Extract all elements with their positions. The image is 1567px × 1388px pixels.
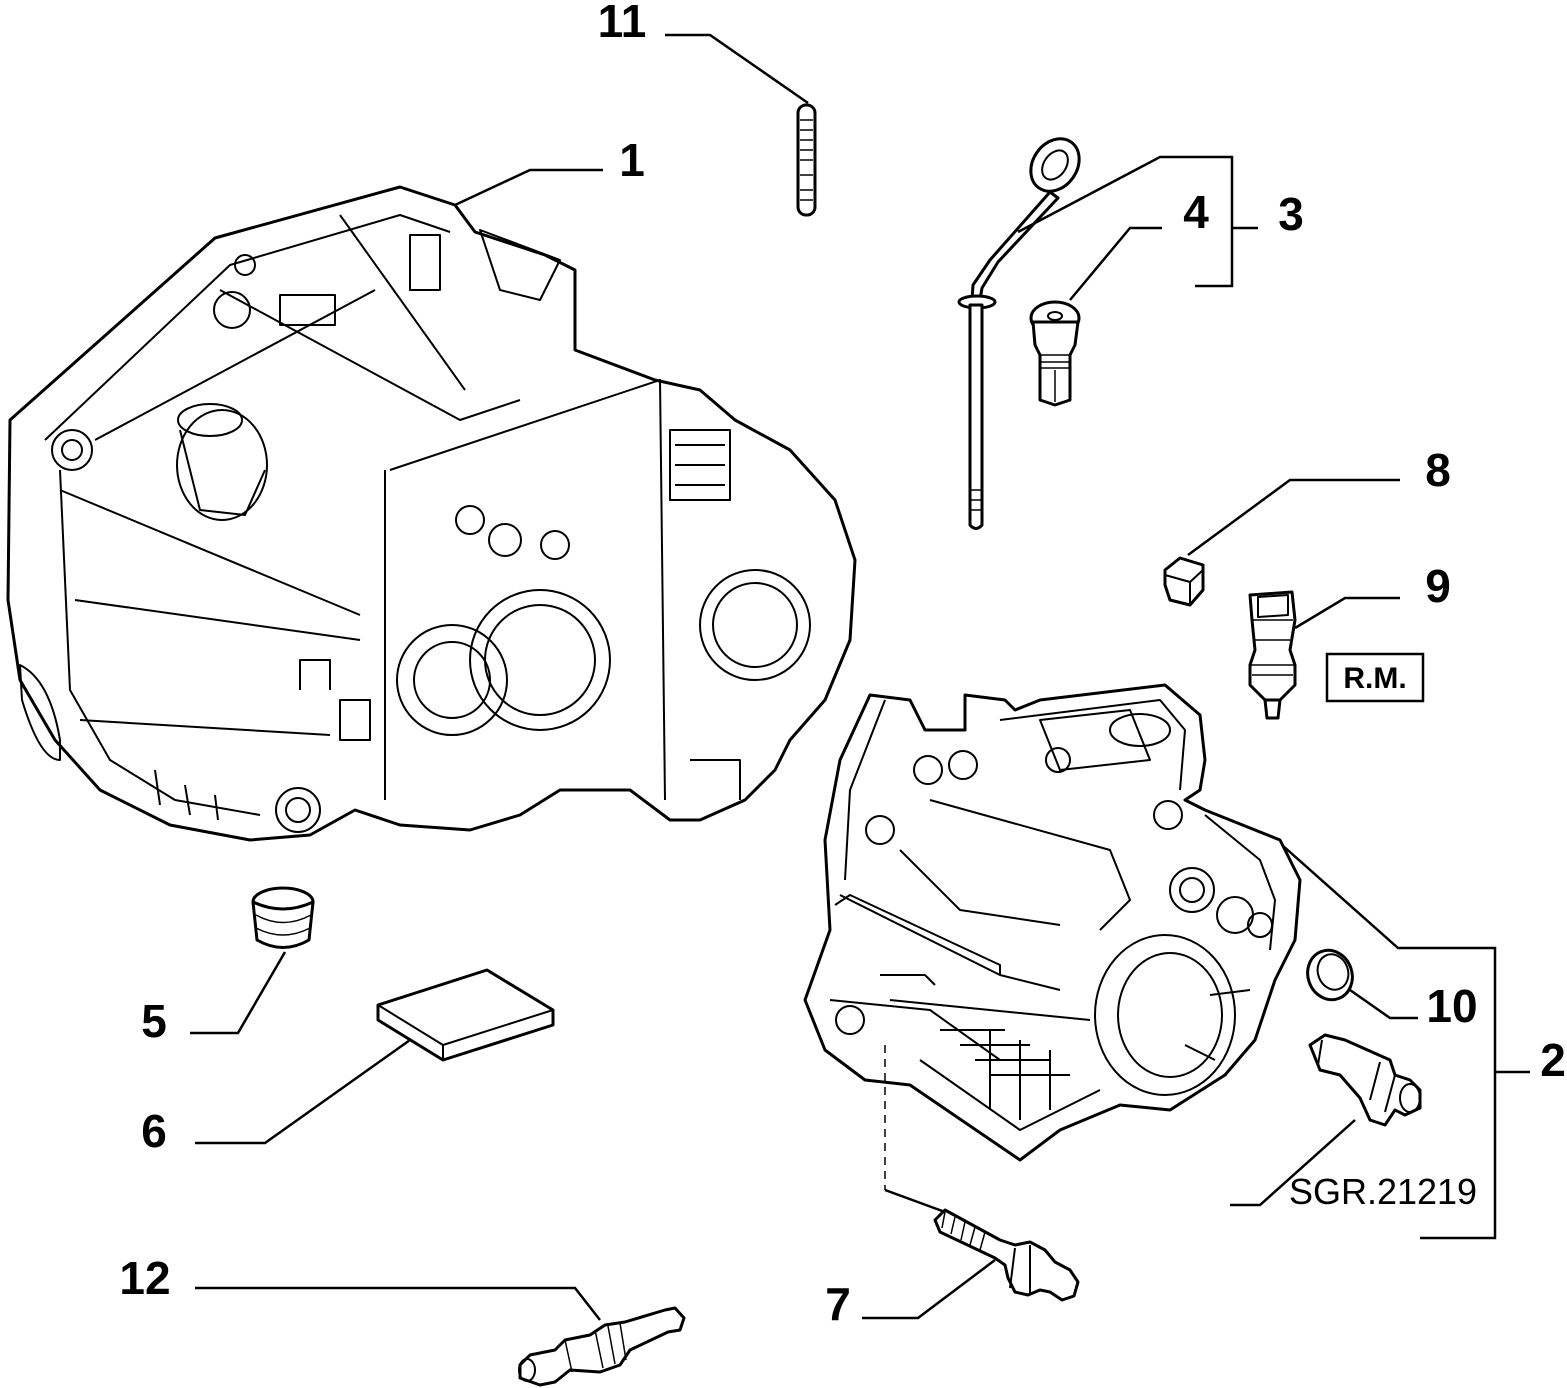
part-drain-plug <box>251 886 315 949</box>
callout-1: 1 <box>619 134 645 186</box>
leader-3 <box>1017 155 1227 234</box>
leader-6 <box>195 1038 411 1145</box>
part-dipstick <box>957 137 1081 530</box>
part-gearbox-casing <box>803 683 1302 1162</box>
reference-code: SGR.21219 <box>1289 1171 1477 1212</box>
leader-5 <box>190 951 287 1035</box>
leader-8 <box>1187 478 1400 557</box>
part-gasket <box>376 968 555 1062</box>
part-breather-plug <box>1029 300 1081 407</box>
callout-7: 7 <box>825 1278 851 1330</box>
leader-ref <box>1230 1119 1356 1207</box>
leader-1 <box>454 168 603 207</box>
part-sensor <box>518 1306 686 1387</box>
part-seal-ring <box>1306 948 1354 1002</box>
part-clutch-housing <box>6 185 857 842</box>
leader-4 <box>1069 226 1162 301</box>
callout-11: 11 <box>598 0 647 47</box>
leader-11 <box>665 33 809 105</box>
bracket-3 <box>1195 155 1234 288</box>
callout-6: 6 <box>141 1105 167 1157</box>
callout-8: 8 <box>1425 444 1451 496</box>
callout-12: 12 <box>119 1252 170 1304</box>
leader-2-bracket <box>1281 844 1497 1240</box>
leader-9 <box>1294 596 1400 630</box>
callout-3: 3 <box>1278 188 1304 240</box>
part-pinion <box>1308 1033 1422 1127</box>
rm-badge: R.M. <box>1325 652 1425 703</box>
part-switch <box>1248 590 1297 720</box>
part-plug-small <box>1163 556 1205 607</box>
part-stud <box>796 103 817 217</box>
rm-badge-text: R.M. <box>1343 662 1406 695</box>
callout-9: 9 <box>1425 560 1451 612</box>
callout-4: 4 <box>1183 186 1209 238</box>
leader-lines <box>190 33 1530 1321</box>
callout-numbers: 11 1 4 3 8 9 10 2 5 6 12 7 <box>119 0 1565 1330</box>
part-bolt <box>933 1208 1080 1302</box>
leader-7 <box>862 1259 996 1320</box>
rm-badge-frame <box>1325 652 1425 703</box>
callout-10: 10 <box>1426 980 1477 1032</box>
callout-5: 5 <box>141 995 167 1047</box>
leader-7-axis <box>884 1188 946 1214</box>
callout-2: 2 <box>1540 1034 1566 1086</box>
leader-10 <box>1349 988 1418 1020</box>
leader-12 <box>195 1286 601 1321</box>
